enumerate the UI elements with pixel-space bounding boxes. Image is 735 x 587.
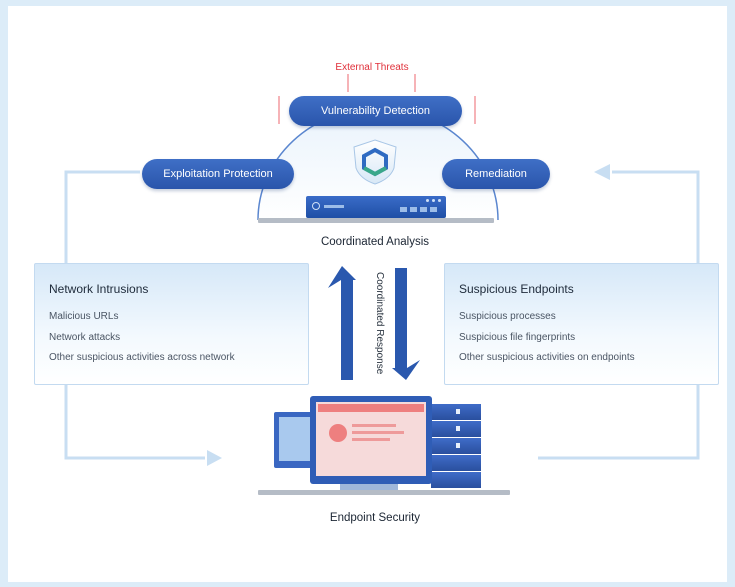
suspicious-endpoints-title: Suspicious Endpoints — [459, 282, 574, 296]
external-threats-label: External Threats — [335, 62, 409, 73]
list-item: Network attacks — [49, 332, 121, 343]
list-item: Suspicious file fingerprints — [459, 332, 576, 343]
list-item: Other suspicious activities across netwo… — [49, 352, 235, 363]
list-item: Malicious URLs — [49, 311, 119, 322]
remediation-pill: Remediation — [442, 159, 550, 189]
vulnerability-detection-pill: Vulnerability Detection — [289, 96, 462, 126]
suspicious-endpoints-panel: Suspicious Endpoints Suspicious processe… — [444, 263, 719, 385]
endpoint-security-label: Endpoint Security — [329, 512, 421, 524]
network-intrusions-panel: Network Intrusions Malicious URLs Networ… — [34, 263, 309, 385]
list-item: Other suspicious activities on endpoints — [459, 352, 635, 363]
exploitation-protection-pill: Exploitation Protection — [142, 159, 294, 189]
shield-icon — [353, 139, 397, 185]
coordinated-response-label: Coordinated Response — [374, 272, 385, 375]
security-appliance-icon — [306, 196, 446, 218]
coordinated-analysis-label: Coordinated Analysis — [320, 236, 430, 248]
appliance-base — [258, 218, 494, 223]
network-intrusions-title: Network Intrusions — [49, 282, 149, 296]
list-item: Suspicious processes — [459, 311, 556, 322]
